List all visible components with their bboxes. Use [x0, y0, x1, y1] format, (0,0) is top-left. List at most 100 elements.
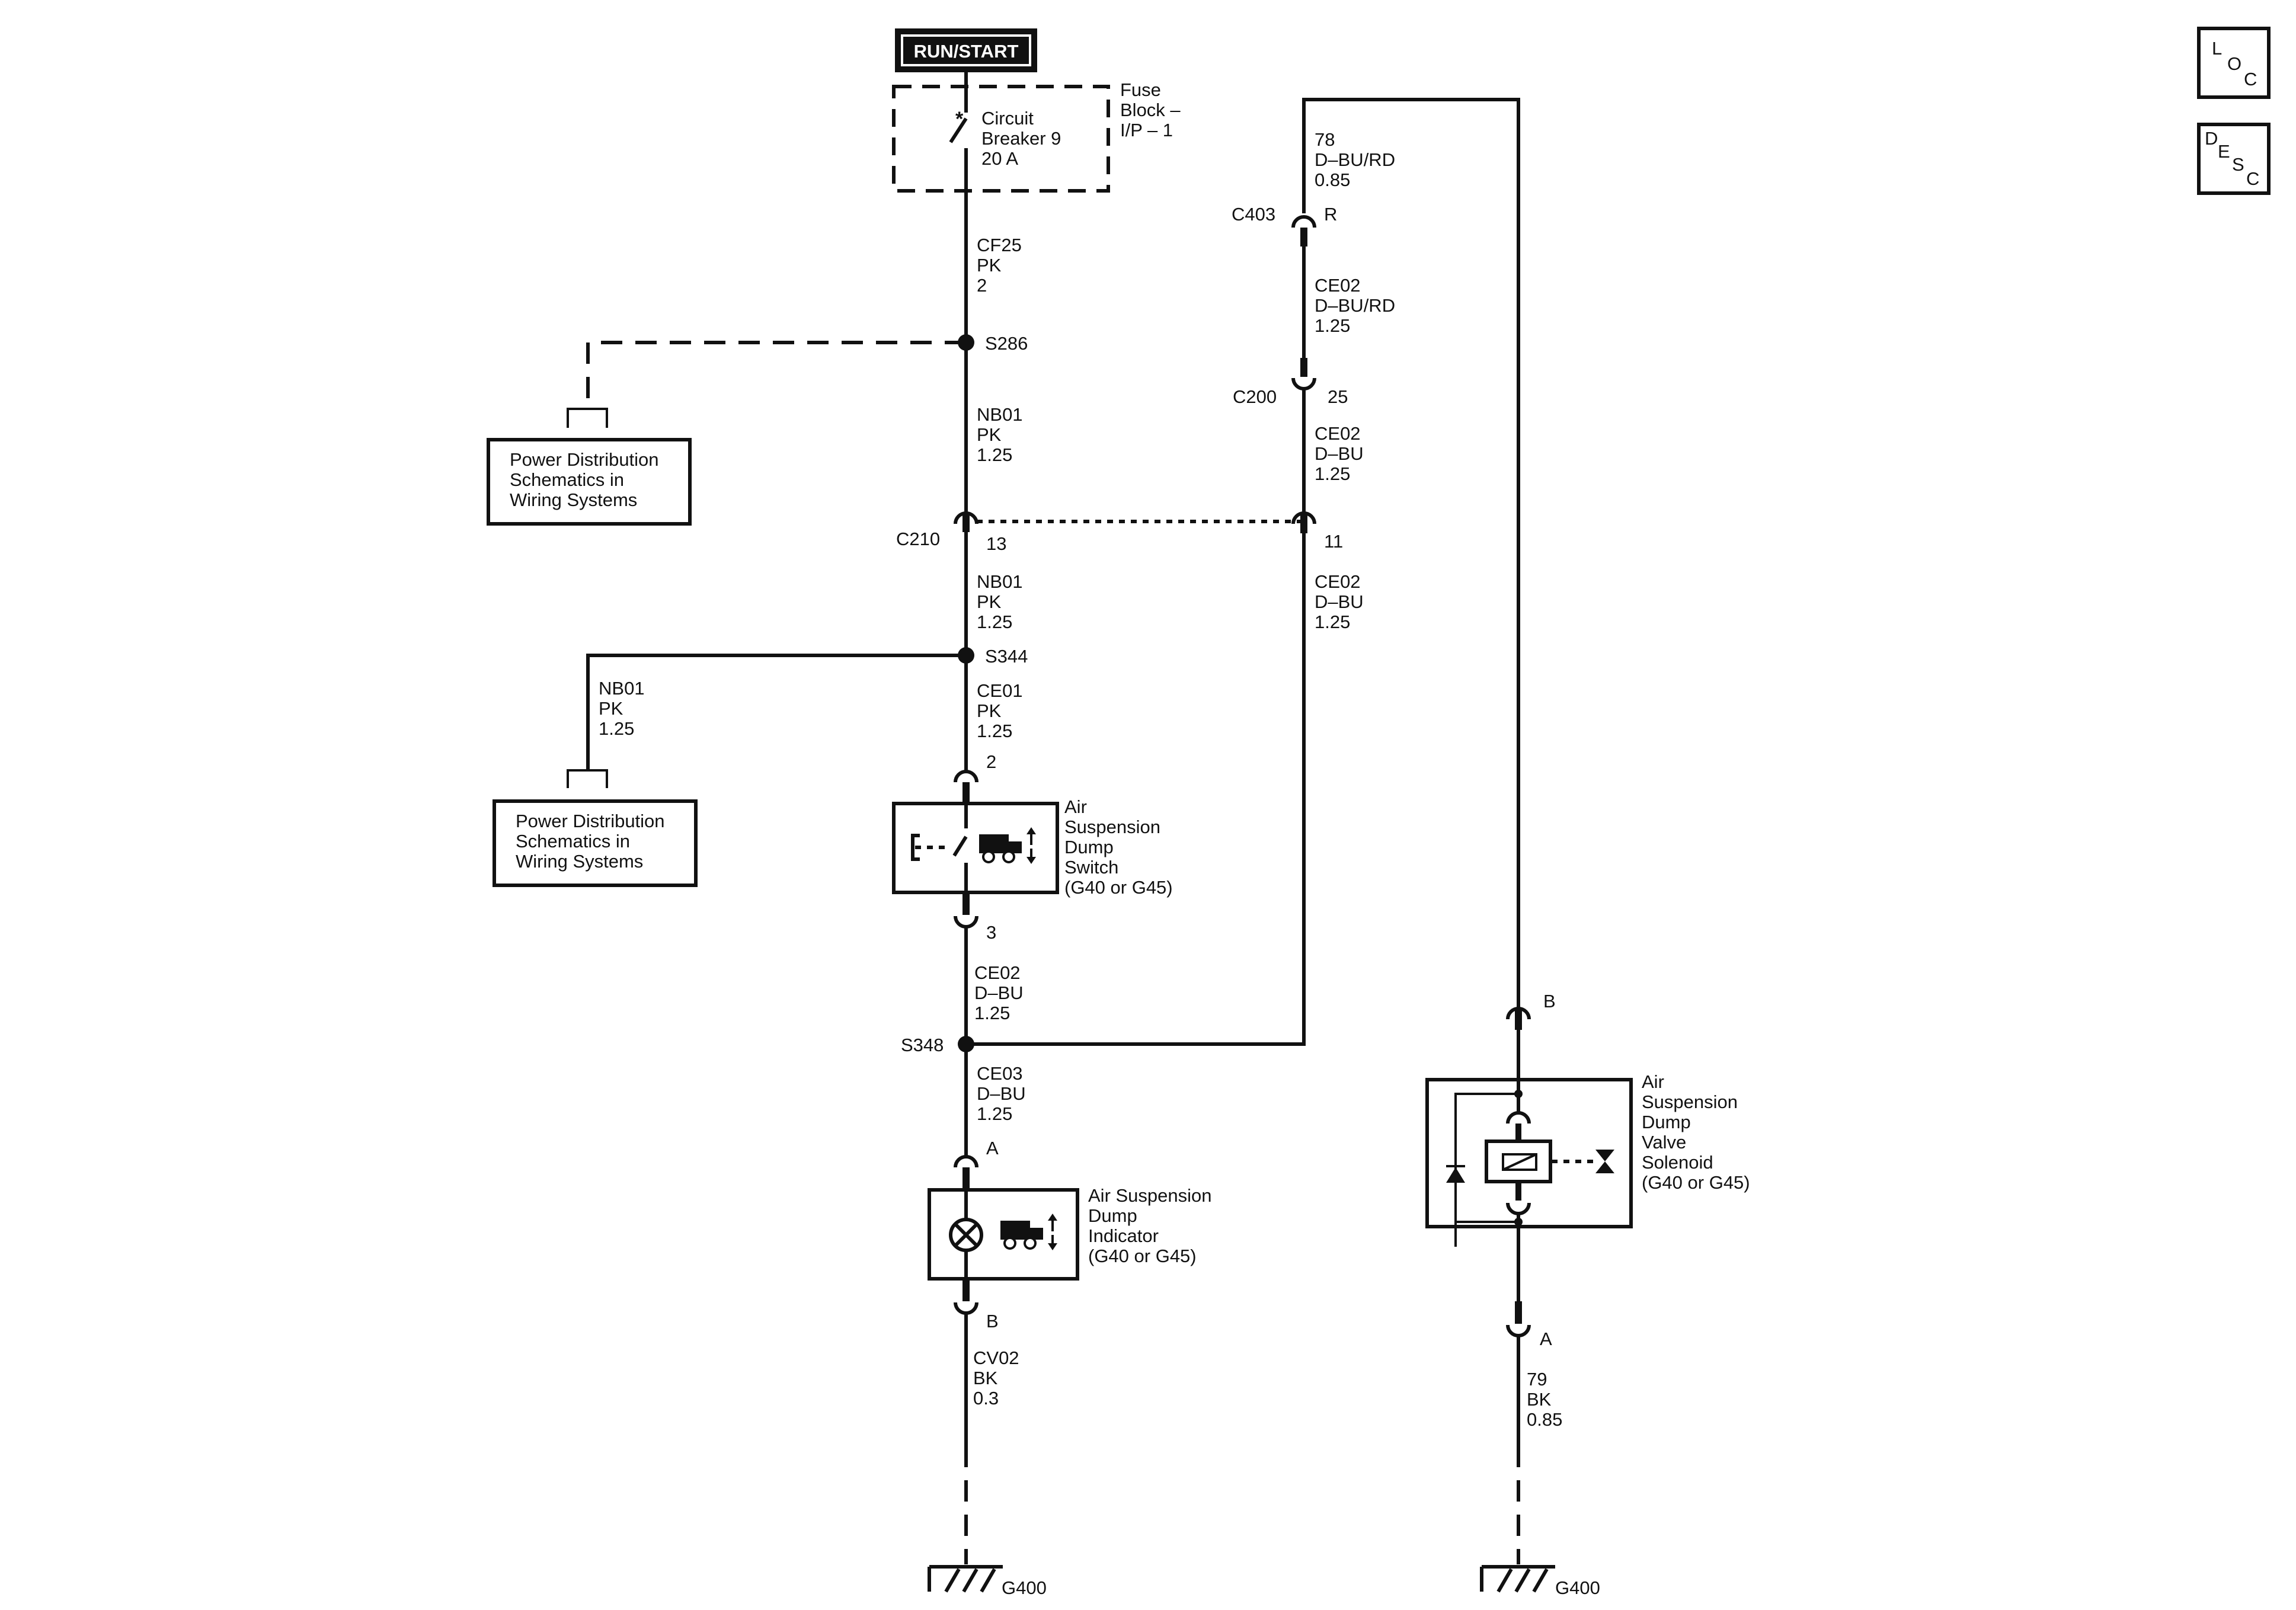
wire-label-nb01-c: NB01 PK 1.25	[599, 678, 645, 739]
wire-label-cf25: CF25 PK 2	[977, 235, 1022, 296]
svg-text:Air: Air	[1642, 1071, 1664, 1092]
wire-label-ce02-rd: CE02 D–BU/RD 1.25	[1315, 275, 1395, 336]
svg-text:CV02: CV02	[973, 1347, 1019, 1368]
svg-text:0.85: 0.85	[1527, 1409, 1562, 1430]
indicator-pin-a: A	[986, 1138, 999, 1158]
svg-text:1.25: 1.25	[977, 721, 1012, 741]
circuit-breaker-symbol: *	[949, 89, 968, 191]
indicator-label: Air Suspension Dump Indicator (G40 or G4…	[1088, 1185, 1212, 1266]
connector-c403-pin-r: R	[1324, 204, 1337, 225]
svg-text:0.3: 0.3	[973, 1388, 999, 1409]
svg-text:1.25: 1.25	[1315, 315, 1350, 336]
svg-text:O: O	[2227, 53, 2241, 74]
connector-c200	[1291, 358, 1316, 512]
svg-text:78: 78	[1315, 129, 1335, 150]
wire-to-power-dist-1	[586, 341, 966, 409]
svg-text:Block –: Block –	[1120, 100, 1181, 120]
svg-text:PK: PK	[977, 255, 1002, 276]
ground-g400-left-label: G400	[1002, 1577, 1047, 1598]
svg-text:E: E	[2218, 141, 2230, 162]
connector-c210-pin-11: 11	[1324, 531, 1343, 552]
wire-label-nb01-b: NB01 PK 1.25	[977, 571, 1023, 632]
svg-text:Wiring Systems: Wiring Systems	[510, 489, 637, 510]
svg-text:Solenoid: Solenoid	[1642, 1152, 1713, 1173]
svg-text:Dump: Dump	[1642, 1112, 1691, 1132]
svg-text:L: L	[2212, 38, 2222, 59]
svg-text:Switch: Switch	[1064, 857, 1118, 878]
svg-text:Air Suspension: Air Suspension	[1088, 1185, 1212, 1206]
svg-text:1.25: 1.25	[1315, 463, 1350, 484]
wire-label-ce02-c: CE02 D–BU 1.25	[1315, 571, 1364, 632]
switch-symbol	[911, 804, 968, 892]
power-dist-ref-2[interactable]	[493, 799, 698, 887]
wire-to-power-dist-2	[586, 654, 966, 770]
svg-text:D–BU: D–BU	[974, 982, 1024, 1003]
connector-c200-pin-25: 25	[1328, 386, 1348, 407]
solenoid-pin-a: A	[1540, 1329, 1552, 1349]
solenoid-internal-circuit	[1446, 1080, 1614, 1247]
wire-label-ce02-a: CE02 D–BU 1.25	[974, 962, 1024, 1023]
svg-text:NB01: NB01	[977, 404, 1023, 425]
connector-c210-right	[1291, 511, 1316, 533]
truck-dump-icon	[979, 827, 1036, 864]
svg-text:D–BU/RD: D–BU/RD	[1315, 295, 1395, 316]
truck-dump-icon	[1000, 1214, 1057, 1250]
svg-text:Wiring Systems: Wiring Systems	[516, 851, 643, 872]
ground-symbol-right	[1480, 1565, 1555, 1593]
solenoid-label: Air Suspension Dump Valve Solenoid (G40 …	[1642, 1071, 1750, 1193]
svg-text:CE02: CE02	[974, 962, 1021, 983]
solenoid-pin-b: B	[1543, 991, 1556, 1012]
svg-text:D–BU: D–BU	[1315, 591, 1364, 612]
connector-c210-pin-13: 13	[986, 533, 1006, 554]
power-dist-ref-1[interactable]	[487, 438, 692, 526]
wire-label-ce03: CE03 D–BU 1.25	[977, 1063, 1026, 1124]
svg-text:CE02: CE02	[1315, 275, 1361, 296]
svg-text:D–BU: D–BU	[1315, 443, 1364, 464]
splice-s348-label: S348	[901, 1035, 944, 1055]
svg-text:NB01: NB01	[599, 678, 645, 699]
svg-text:CE03: CE03	[977, 1063, 1023, 1084]
wire-label-79: 79 BK 0.85	[1527, 1369, 1562, 1430]
svg-text:CE02: CE02	[1315, 423, 1361, 444]
indicator-pin-b: B	[986, 1311, 999, 1331]
loc-button[interactable]: L O C	[2197, 27, 2271, 99]
svg-text:Schematics in: Schematics in	[516, 831, 630, 852]
svg-text:D: D	[2205, 128, 2218, 149]
wire-78-top-loop	[1302, 98, 1520, 1007]
connector-c403	[1291, 215, 1316, 358]
run-start-power-label: RUN/START	[895, 28, 1037, 72]
connector-c200-label: C200	[1233, 386, 1277, 407]
svg-text:0.85: 0.85	[1315, 169, 1350, 190]
svg-text:BK: BK	[973, 1368, 998, 1388]
connector-c210-left	[954, 511, 978, 658]
svg-text:PK: PK	[977, 700, 1002, 721]
svg-text:79: 79	[1527, 1369, 1547, 1390]
svg-text:1.25: 1.25	[977, 612, 1012, 632]
svg-text:Valve: Valve	[1642, 1132, 1686, 1153]
desc-button[interactable]: D E S C	[2197, 123, 2271, 195]
svg-text:S: S	[2232, 154, 2244, 175]
wire-label-cv02: CV02 BK 0.3	[973, 1347, 1019, 1409]
svg-text:CE01: CE01	[977, 680, 1023, 701]
switch-pin-2: 2	[986, 751, 996, 772]
svg-text:1.25: 1.25	[599, 718, 634, 739]
svg-text:(G40 or G45): (G40 or G45)	[1064, 877, 1173, 898]
svg-text:Power Distribution: Power Distribution	[510, 449, 659, 470]
svg-text:PK: PK	[977, 424, 1002, 445]
fuse-block-label: Fuse Block – I/P – 1	[1120, 79, 1181, 140]
svg-text:CF25: CF25	[977, 235, 1022, 255]
svg-text:PK: PK	[599, 698, 623, 719]
svg-text:2: 2	[977, 275, 987, 296]
svg-text:(G40 or G45): (G40 or G45)	[1088, 1246, 1197, 1266]
svg-text:Air: Air	[1064, 796, 1087, 817]
svg-text:Dump: Dump	[1088, 1205, 1137, 1226]
fuse-block-outline	[892, 85, 1110, 193]
svg-text:Schematics in: Schematics in	[510, 469, 624, 490]
svg-text:Fuse: Fuse	[1120, 79, 1161, 100]
wire-label-nb01-a: NB01 PK 1.25	[977, 404, 1023, 465]
svg-text:Dump: Dump	[1064, 837, 1114, 857]
svg-text:(G40 or G45): (G40 or G45)	[1642, 1172, 1750, 1193]
ground-symbol-left	[928, 1565, 1003, 1593]
circuit-breaker-label: Circuit Breaker 9 20 A	[981, 108, 1061, 169]
splice-s286-label: S286	[985, 333, 1028, 354]
